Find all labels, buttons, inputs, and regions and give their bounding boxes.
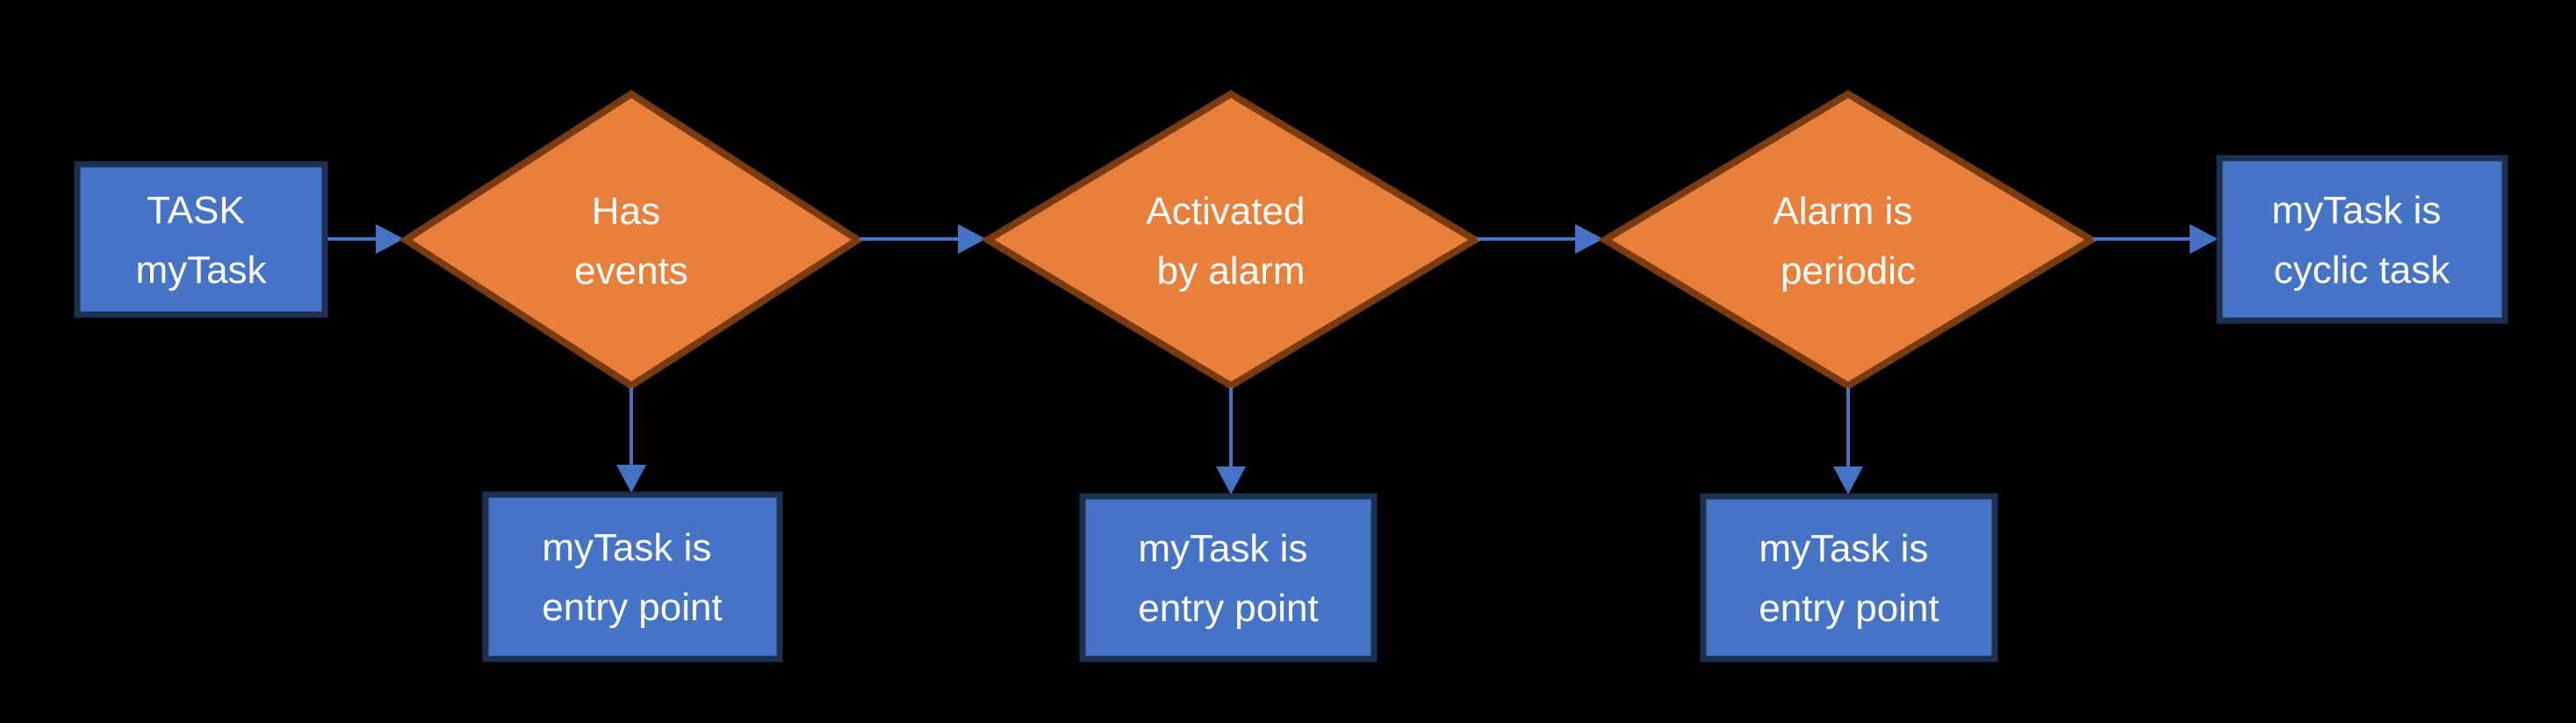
result-entry-point-2-node: myTask is entry point (1079, 493, 1378, 662)
decision-activated-by-alarm-label-line1: Activated (1146, 190, 1305, 233)
arrow-periodic-to-entry-point-3-head (1833, 466, 1863, 495)
arrow-has-events-to-activated (860, 224, 986, 254)
decision-activated-by-alarm-label-line2: by alarm (1157, 249, 1306, 293)
arrow-start-to-has-events (327, 224, 404, 254)
arrow-activated-to-periodic-head (1575, 224, 1603, 254)
start-node-label-line1: TASK (147, 189, 245, 232)
result-entry-point-2-label-line2: entry point (1138, 587, 1318, 630)
decision-alarm-is-periodic-shape (1598, 90, 2098, 390)
arrow-has-events-to-entry-point-1 (616, 387, 646, 493)
decision-alarm-is-periodic-label-line2: periodic (1781, 249, 1916, 293)
arrow-activated-to-entry-point-2 (1216, 387, 1246, 495)
decision-has-events-shape (399, 90, 865, 390)
result-entry-point-1-label-line2: entry point (542, 586, 722, 629)
result-entry-point-2-label: myTask is entry point (1138, 527, 1318, 630)
arrow-periodic-to-entry-point-3 (1833, 387, 1863, 495)
result-entry-point-3-label-line2: entry point (1759, 587, 1939, 630)
result-entry-point-2-shape (1079, 493, 1378, 662)
end-cyclic-task-label-line1: myTask is (2271, 189, 2441, 232)
end-cyclic-task-node: myTask is cyclic task (2216, 155, 2508, 324)
start-node-label: TASK myTask (135, 189, 267, 292)
start-node-label-line2: myTask (135, 249, 267, 292)
decision-has-events-label-line2: events (574, 249, 688, 293)
result-entry-point-3-node: myTask is entry point (1700, 493, 1998, 662)
arrow-has-events-to-activated-head (958, 224, 986, 254)
result-entry-point-2-label-line1: myTask is (1138, 527, 1307, 570)
decision-has-events-node: Has events (399, 90, 865, 390)
result-entry-point-1-label-line1: myTask is (542, 526, 711, 569)
arrow-has-events-to-entry-point-1-head (616, 465, 646, 493)
end-cyclic-task-label: myTask is cyclic task (2271, 189, 2451, 292)
decision-activated-by-alarm-node: Activated by alarm (981, 90, 1482, 390)
result-entry-point-1-shape (482, 491, 783, 662)
arrow-activated-to-entry-point-2-head (1216, 466, 1246, 495)
result-entry-point-3-label: myTask is entry point (1759, 527, 1939, 630)
arrow-activated-to-periodic (1477, 224, 1603, 254)
decision-alarm-is-periodic-label: Alarm is periodic (1773, 190, 1923, 293)
result-entry-point-1-label: myTask is entry point (542, 526, 722, 629)
end-cyclic-task-shape (2216, 155, 2508, 324)
decision-activated-by-alarm-shape (981, 90, 1482, 390)
decision-alarm-is-periodic-label-line1: Alarm is (1773, 190, 1912, 233)
result-entry-point-3-shape (1700, 493, 1998, 662)
start-node: TASK myTask (74, 161, 328, 318)
result-entry-point-3-label-line1: myTask is (1759, 527, 1928, 570)
arrow-periodic-to-cyclic-head (2190, 224, 2218, 254)
arrow-periodic-to-cyclic (2093, 224, 2218, 254)
decision-alarm-is-periodic-node: Alarm is periodic (1598, 90, 2098, 390)
end-cyclic-task-label-line2: cyclic task (2274, 249, 2450, 292)
decision-has-events-label: Has events (574, 190, 688, 293)
arrow-start-to-has-events-head (376, 224, 404, 254)
result-entry-point-1-node: myTask is entry point (482, 491, 783, 662)
start-node-shape (74, 161, 328, 318)
decision-has-events-label-line1: Has (592, 190, 660, 233)
decision-activated-by-alarm-label: Activated by alarm (1146, 190, 1315, 293)
